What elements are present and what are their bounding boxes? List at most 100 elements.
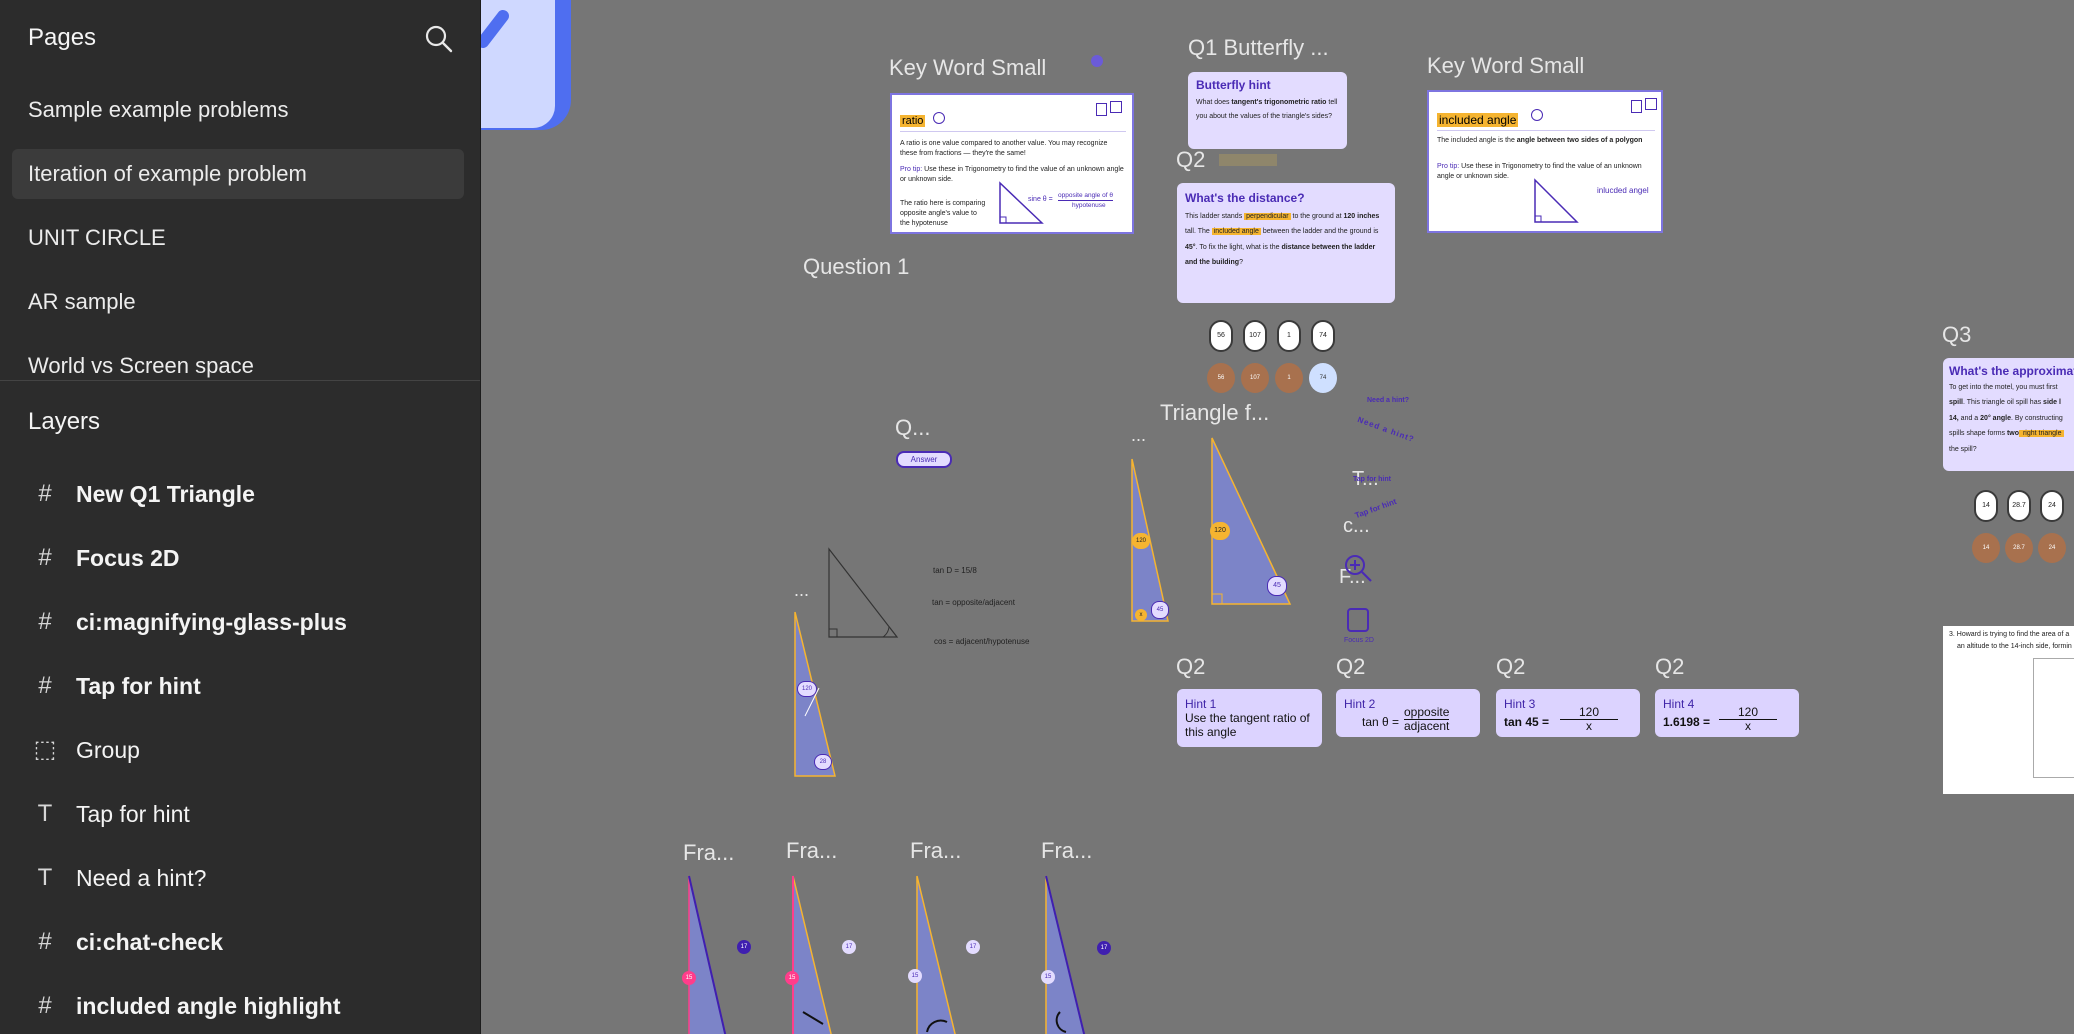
hint-card-4[interactable]: Hint 4 1.6198 = 120 x <box>1655 689 1799 737</box>
frame-icon: # <box>38 992 52 1019</box>
frame-title-q1-butterfly[interactable]: Q1 Butterfly ... <box>1188 35 1329 60</box>
answer-pill[interactable]: 107 <box>1243 320 1267 352</box>
pro-tip-text: Use these in Trigonometry to find the va… <box>1437 163 1642 180</box>
frame-triangle-4[interactable] <box>1026 872 1106 1034</box>
answer-bag[interactable]: 107 <box>1241 363 1269 393</box>
page-item-sample-example-problems[interactable]: Sample example problems <box>12 85 464 135</box>
focus-2d-icon[interactable] <box>1347 608 1369 632</box>
answer-pill[interactable]: 1 <box>1277 320 1301 352</box>
frame-title-q2[interactable]: Q2 <box>1176 147 1206 172</box>
outline-triangle[interactable] <box>821 545 901 641</box>
bookmark-icon[interactable] <box>1631 100 1642 113</box>
answer-bag[interactable]: 56 <box>1207 363 1235 393</box>
design-canvas[interactable]: Key Word Small Q1 Butterfly ... Key Word… <box>451 0 2074 1034</box>
answer-pill[interactable]: 74 <box>1311 320 1335 352</box>
frame-title-fra-1[interactable]: Fra... <box>683 840 735 865</box>
hint-title: Hint 3 <box>1504 697 1536 711</box>
triangle-large[interactable] <box>1208 434 1294 608</box>
page-item-iteration-of-example-problem[interactable]: Iteration of example problem <box>12 149 464 199</box>
keyword-card-included-angle[interactable]: included angle The included angle is the… <box>1427 90 1663 233</box>
answer-bag[interactable]: 1 <box>1275 363 1303 393</box>
bookmark-icon[interactable] <box>1096 103 1107 116</box>
q3-bold: side l <box>2043 399 2061 407</box>
layer-item-tap-for-hint[interactable]: #Tap for hint <box>0 658 480 714</box>
doc-text: an altitude to the 14-inch side, formin <box>1957 643 2072 650</box>
hint-card-1[interactable]: Hint 1 Use the tangent ratio of this ang… <box>1177 689 1322 747</box>
frame-title-fra-4[interactable]: Fra... <box>1041 838 1093 863</box>
answer-bag[interactable]: 28.7 <box>2005 533 2033 563</box>
frame-title-t[interactable]: T... <box>1352 468 1379 490</box>
answer-pill[interactable]: 56 <box>1209 320 1233 352</box>
hint-card-3[interactable]: Hint 3 tan 45 = 120 x <box>1496 689 1640 737</box>
frame-title-dots-2[interactable]: ... <box>794 580 810 600</box>
pro-tip-label: Pro tip: <box>900 166 923 173</box>
frame-title-q2-hint2[interactable]: Q2 <box>1336 654 1366 679</box>
hint-card-2[interactable]: Hint 2 tan θ = opposite adjacent <box>1336 689 1480 737</box>
frame-title-q-dots[interactable]: Q... <box>895 415 931 440</box>
layer-item-focus-2d[interactable]: #Focus 2D <box>0 530 480 586</box>
copy-icon[interactable] <box>1645 98 1657 110</box>
sine-formula-denominator: hypotenuse <box>1072 202 1106 209</box>
q3-document-frame[interactable]: 3. Howard is trying to find the area of … <box>1943 626 2074 794</box>
faded-highlight <box>1219 154 1277 166</box>
answer-bag[interactable]: 24 <box>2038 533 2066 563</box>
frame-title-triangle-f[interactable]: Triangle f... <box>1160 400 1270 425</box>
copy-icon[interactable] <box>1110 101 1122 113</box>
layer-item-magnifying-glass-plus[interactable]: #ci:magnifying-glass-plus <box>0 594 480 650</box>
side-label-badge: 120 <box>797 681 817 697</box>
answer-button[interactable]: Answer <box>896 451 952 468</box>
butterfly-hint-card[interactable]: Butterfly hint What does tangent's trigo… <box>1188 72 1347 149</box>
layer-item-group[interactable]: ⬚Group <box>0 722 480 778</box>
frame-title-f[interactable]: F... <box>1339 566 1366 588</box>
frame-title-dots[interactable]: ... <box>1131 425 1147 445</box>
frame-triangle-1[interactable] <box>663 872 803 1034</box>
page-item-unit-circle[interactable]: UNIT CIRCLE <box>12 213 464 263</box>
frame-title-question-1[interactable]: Question 1 <box>803 254 910 279</box>
focus-2d-label: Focus 2D <box>1344 637 1374 644</box>
layer-item-included-angle-highlight[interactable]: #included angle highlight <box>0 978 480 1034</box>
frame-triangle-3[interactable] <box>897 872 977 1034</box>
hint-title: Hint 4 <box>1663 697 1695 711</box>
q2-question-title: What's the distance? <box>1185 191 1305 205</box>
page-label: Iteration of example problem <box>28 161 307 186</box>
page-item-ar-sample[interactable]: AR sample <box>12 277 464 327</box>
answer-bag[interactable]: 14 <box>1972 533 2000 563</box>
hint-formula-denominator: x <box>1586 719 1592 733</box>
at-sign-icon <box>933 112 945 124</box>
answer-pill[interactable]: 28.7 <box>2007 490 2031 522</box>
layers-sidebar: Pages Sample example problems Iteration … <box>0 0 480 1034</box>
frame-title-c[interactable]: c... <box>1343 515 1370 537</box>
need-a-hint-text: Need a hint? <box>1367 397 1410 404</box>
frame-title-fra-2[interactable]: Fra... <box>786 838 838 863</box>
frame-title-fra-3[interactable]: Fra... <box>910 838 962 863</box>
frame-title-key-word-small-2[interactable]: Key Word Small <box>1427 53 1585 78</box>
frame-title-key-word-small[interactable]: Key Word Small <box>889 55 1047 80</box>
page-item-world-vs-screen-space[interactable]: World vs Screen space <box>12 341 464 391</box>
q2-question-card[interactable]: What's the distance? This ladder stands … <box>1177 183 1395 303</box>
tap-for-hint-curved-text: Tap for hint <box>1353 496 1398 521</box>
frame-title-q2-hint4[interactable]: Q2 <box>1655 654 1685 679</box>
frame-title-q2-hint3[interactable]: Q2 <box>1496 654 1526 679</box>
q3-question-card[interactable]: What's the approximat To get into the mo… <box>1943 358 2074 471</box>
q3-bold: 14, <box>1949 414 1959 422</box>
badge-15: 15 <box>682 971 696 985</box>
search-icon[interactable] <box>424 24 454 54</box>
answer-bag-selected[interactable]: 74 <box>1309 363 1337 393</box>
frame-title-q3[interactable]: Q3 <box>1942 322 1972 347</box>
frame-triangle-2[interactable] <box>773 872 853 1034</box>
layer-label: ci:chat-check <box>76 929 224 955</box>
frame-title-q2-hint1[interactable]: Q2 <box>1176 654 1206 679</box>
hint-formula-lhs: tan θ = <box>1362 715 1400 729</box>
keyword-card-ratio[interactable]: ratio A ratio is one value compared to a… <box>890 93 1134 234</box>
magnifying-glass-plus-icon[interactable] <box>1343 553 1373 583</box>
answer-pill[interactable]: 14 <box>1974 490 1998 522</box>
x-label-badge: x <box>1135 609 1147 621</box>
layer-item-chat-check[interactable]: #ci:chat-check <box>0 914 480 970</box>
answer-pill[interactable]: 24 <box>2040 490 2064 522</box>
example-text: The ratio here is comparing opposite ang… <box>900 200 986 227</box>
layer-item-new-q1-triangle[interactable]: #New Q1 Triangle <box>0 466 480 522</box>
app-icon-frame[interactable] <box>451 0 587 148</box>
angle-label-badge: 28 <box>814 754 832 770</box>
